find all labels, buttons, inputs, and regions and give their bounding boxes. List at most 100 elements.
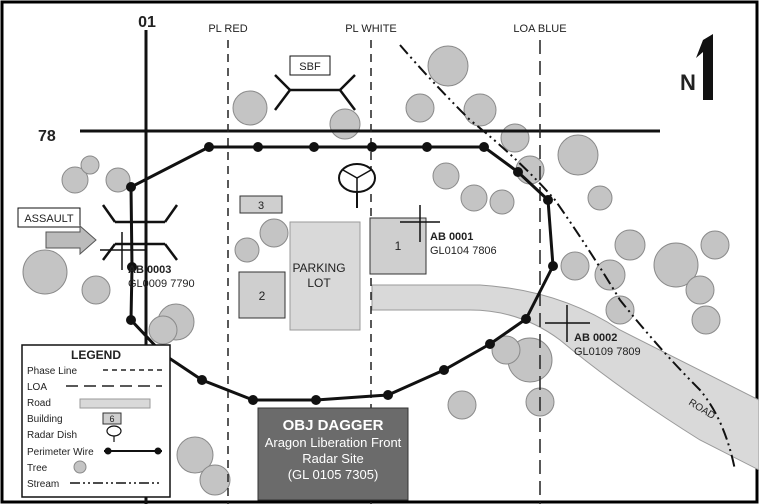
legend-phase-line-label: Phase Line [27, 366, 77, 377]
tree [329, 108, 361, 140]
sbf-label: SBF [299, 61, 321, 73]
parking-lot [289, 221, 361, 331]
grid-northing-label: 78 [38, 128, 56, 145]
wire-post [248, 395, 258, 405]
wire-post [197, 375, 207, 385]
crosshair-ab0001 [400, 205, 440, 242]
tree [234, 237, 260, 263]
building-3-label: 3 [258, 200, 264, 212]
tree [460, 184, 488, 212]
wire-post [422, 142, 432, 152]
crosshair-ab0003 [100, 232, 145, 270]
wire-post [479, 142, 489, 152]
ab0001-id: AB 0001 [430, 231, 473, 243]
assault-label-box [17, 207, 81, 228]
legend-box [21, 344, 171, 498]
crosshair-ab0002 [545, 305, 590, 342]
north-letter: N [680, 70, 696, 95]
wire-post [253, 142, 263, 152]
north-arrow: N [680, 34, 713, 100]
tree [614, 229, 646, 261]
tree [685, 275, 715, 305]
tree [691, 305, 721, 335]
objective-line3: (GL 0105 7305) [288, 467, 379, 482]
tree [176, 436, 214, 474]
objective-line2: Radar Site [302, 451, 363, 466]
tree [432, 162, 460, 190]
legend-wire-sample [104, 447, 162, 455]
tree [557, 134, 599, 176]
ab0003-id: AB 0003 [128, 264, 171, 276]
sbf-label-box [289, 55, 331, 76]
tree [605, 295, 635, 325]
phase-line-white-label: PL WHITE [345, 23, 397, 35]
ab0003-grid: GL0009 7790 [128, 278, 195, 290]
legend: LEGEND Phase Line LOA Road Building 6 Ra… [21, 344, 171, 498]
tree [232, 90, 268, 126]
wire-post [485, 339, 495, 349]
ab0002-grid: GL0109 7809 [574, 346, 641, 358]
tree [700, 230, 730, 260]
legend-wire-label: Perimeter Wire [27, 447, 94, 458]
legend-road-sample [79, 398, 151, 409]
tree [61, 166, 89, 194]
wire-post [309, 142, 319, 152]
legend-building-sample [102, 412, 122, 425]
tree [447, 390, 477, 420]
tree [148, 315, 178, 345]
objective-name: OBJ DAGGER [283, 417, 384, 434]
building-3 [239, 195, 283, 214]
ab0001-grid: GL0104 7806 [430, 245, 497, 257]
wire-post [439, 365, 449, 375]
tree [199, 464, 231, 496]
wire-post [513, 167, 523, 177]
tree [560, 251, 590, 281]
building-1 [369, 217, 427, 275]
legend-title: LEGEND [71, 348, 121, 362]
tree [463, 93, 497, 127]
legend-tree-label: Tree [27, 463, 48, 474]
wire-post [126, 182, 136, 192]
legend-road-label: Road [27, 398, 51, 409]
wire-post [367, 142, 377, 152]
tree [80, 155, 100, 175]
tree [587, 185, 613, 211]
tree [105, 167, 131, 193]
building-2 [238, 271, 286, 319]
trees [22, 45, 730, 496]
assault-label: ASSAULT [24, 213, 74, 225]
objective-line1: Aragon Liberation Front [265, 435, 402, 450]
tree [489, 189, 515, 215]
tree [491, 335, 521, 365]
parking-label-line2: LOT [307, 276, 331, 290]
tree [405, 93, 435, 123]
grid-easting-label: 01 [138, 14, 156, 31]
radar-dish [338, 163, 376, 208]
assault-arrow [45, 224, 97, 256]
stream [399, 44, 736, 471]
legend-loa-label: LOA [27, 382, 47, 393]
tree [427, 45, 469, 87]
tree [259, 218, 289, 248]
parking-label-line1: PARKING [292, 261, 345, 275]
wire-post [311, 395, 321, 405]
legend-stream-label: Stream [27, 479, 59, 490]
tree [653, 242, 699, 288]
building-2-label: 2 [259, 289, 266, 303]
wire-post [204, 142, 214, 152]
legend-building-number: 6 [109, 414, 114, 424]
legend-radar-label: Radar Dish [27, 430, 77, 441]
assault-position [101, 204, 179, 261]
tree [594, 259, 626, 291]
wire-post [521, 314, 531, 324]
phase-line-red-label: PL RED [208, 23, 247, 35]
sbf-position [274, 74, 356, 111]
tree [22, 249, 68, 295]
tree [500, 123, 530, 153]
wire-post [127, 262, 137, 272]
wire-post [126, 315, 136, 325]
wire-post [548, 261, 558, 271]
loa-blue-label: LOA BLUE [513, 23, 566, 35]
